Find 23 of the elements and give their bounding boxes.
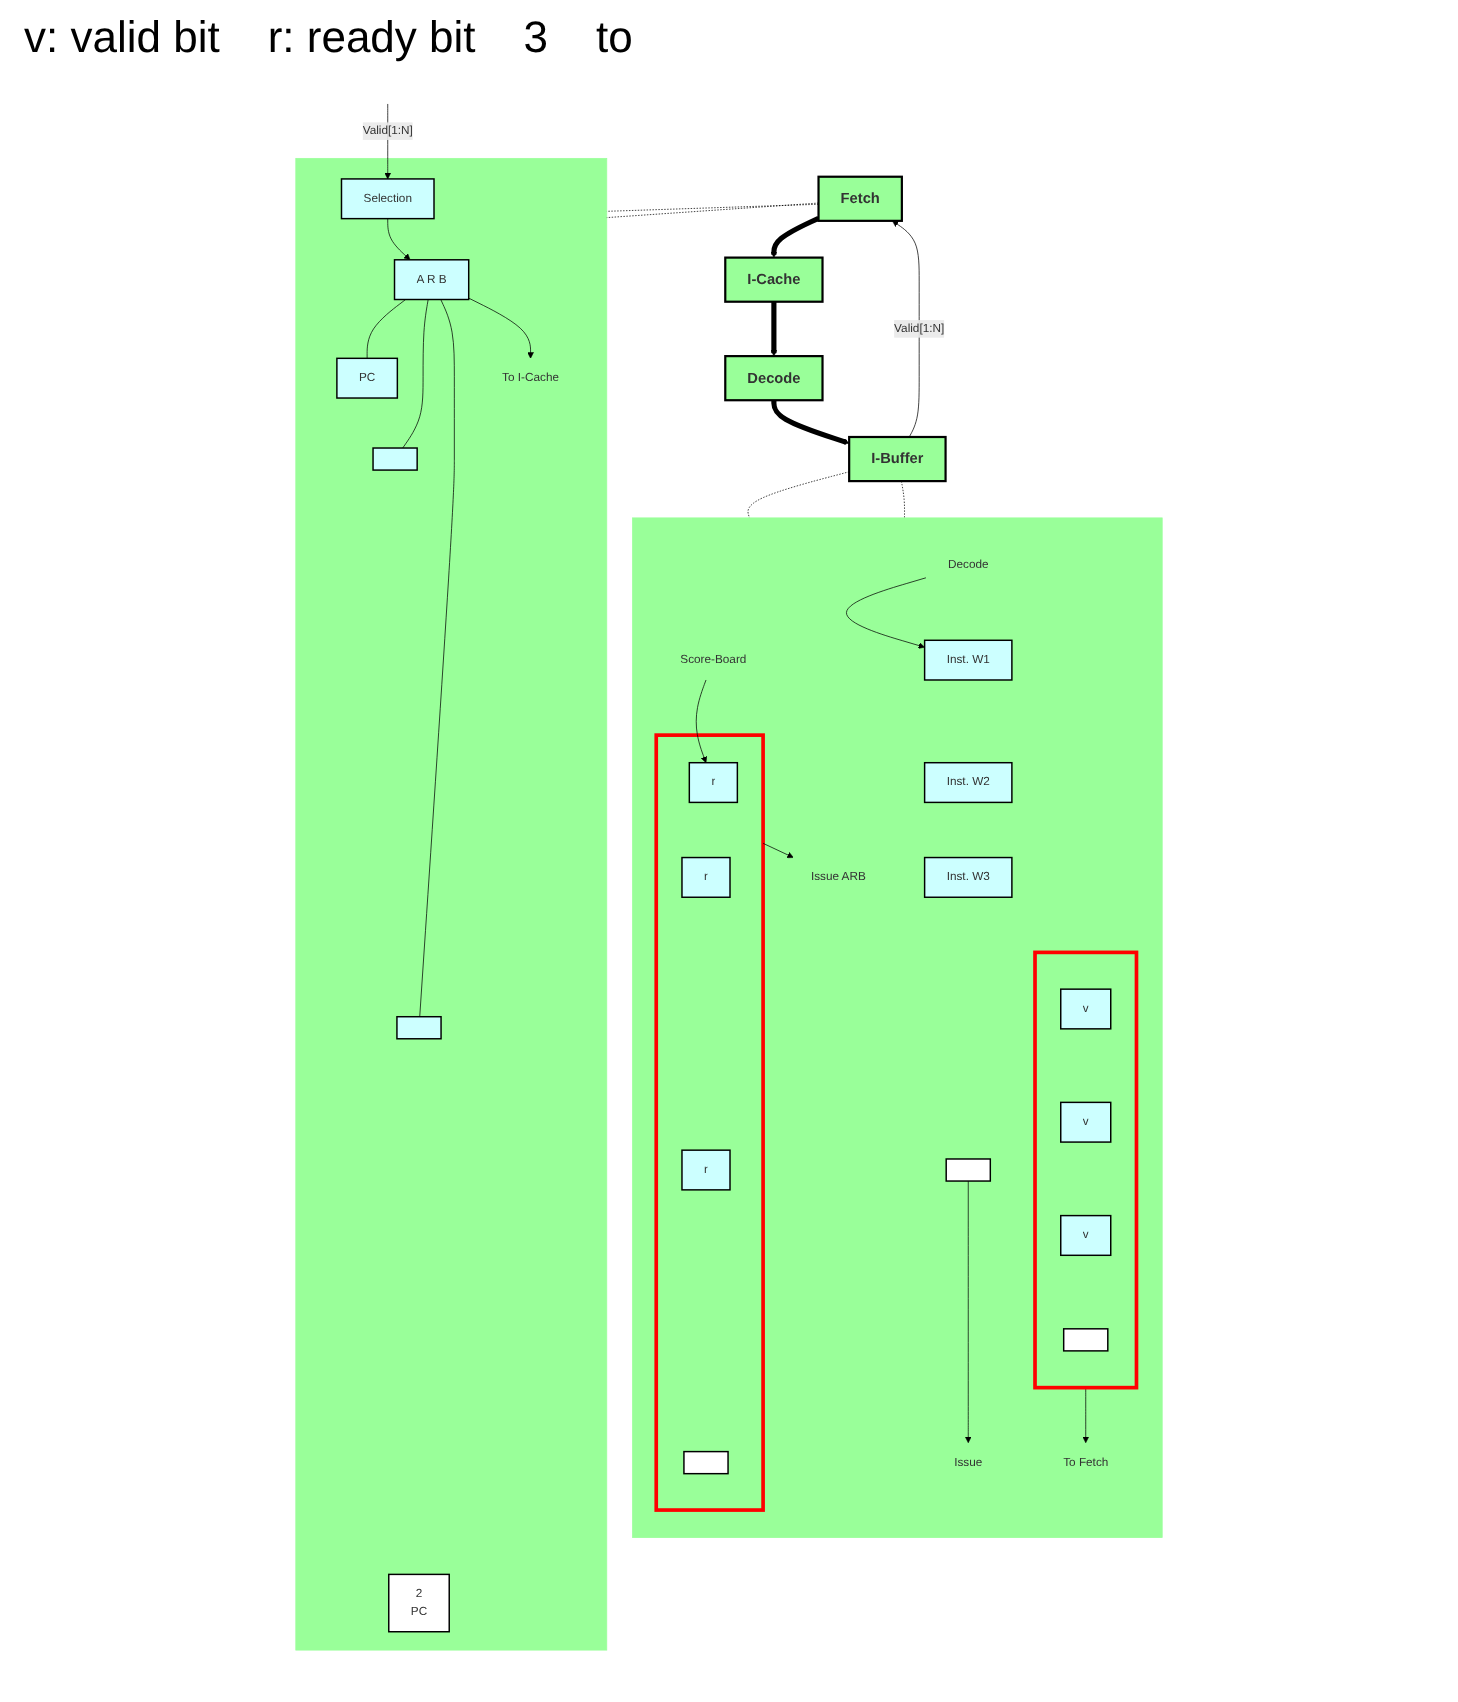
- node-box: [372, 447, 418, 471]
- cluster: [1033, 950, 1139, 1390]
- arrow: [771, 400, 850, 445]
- node-box: [1062, 1328, 1109, 1352]
- connector: [402, 299, 429, 449]
- connector: [366, 299, 406, 359]
- arrow: [770, 301, 778, 357]
- connector: [606, 203, 819, 212]
- node-box: [945, 1158, 992, 1182]
- note-text: r: ready bit: [267, 12, 476, 64]
- note-text: 3: [523, 12, 549, 64]
- connector: [606, 202, 819, 218]
- cluster: [654, 733, 765, 1512]
- note-text: to: [596, 12, 633, 64]
- node-box: [683, 1450, 729, 1475]
- note-text: v: valid bit: [24, 12, 220, 64]
- arrow: [770, 215, 820, 258]
- cluster: [295, 158, 608, 1651]
- connector: [419, 299, 455, 1018]
- node-box: [396, 1016, 442, 1040]
- connector: [901, 480, 905, 519]
- cluster: [632, 517, 1163, 1538]
- connector: [747, 471, 850, 519]
